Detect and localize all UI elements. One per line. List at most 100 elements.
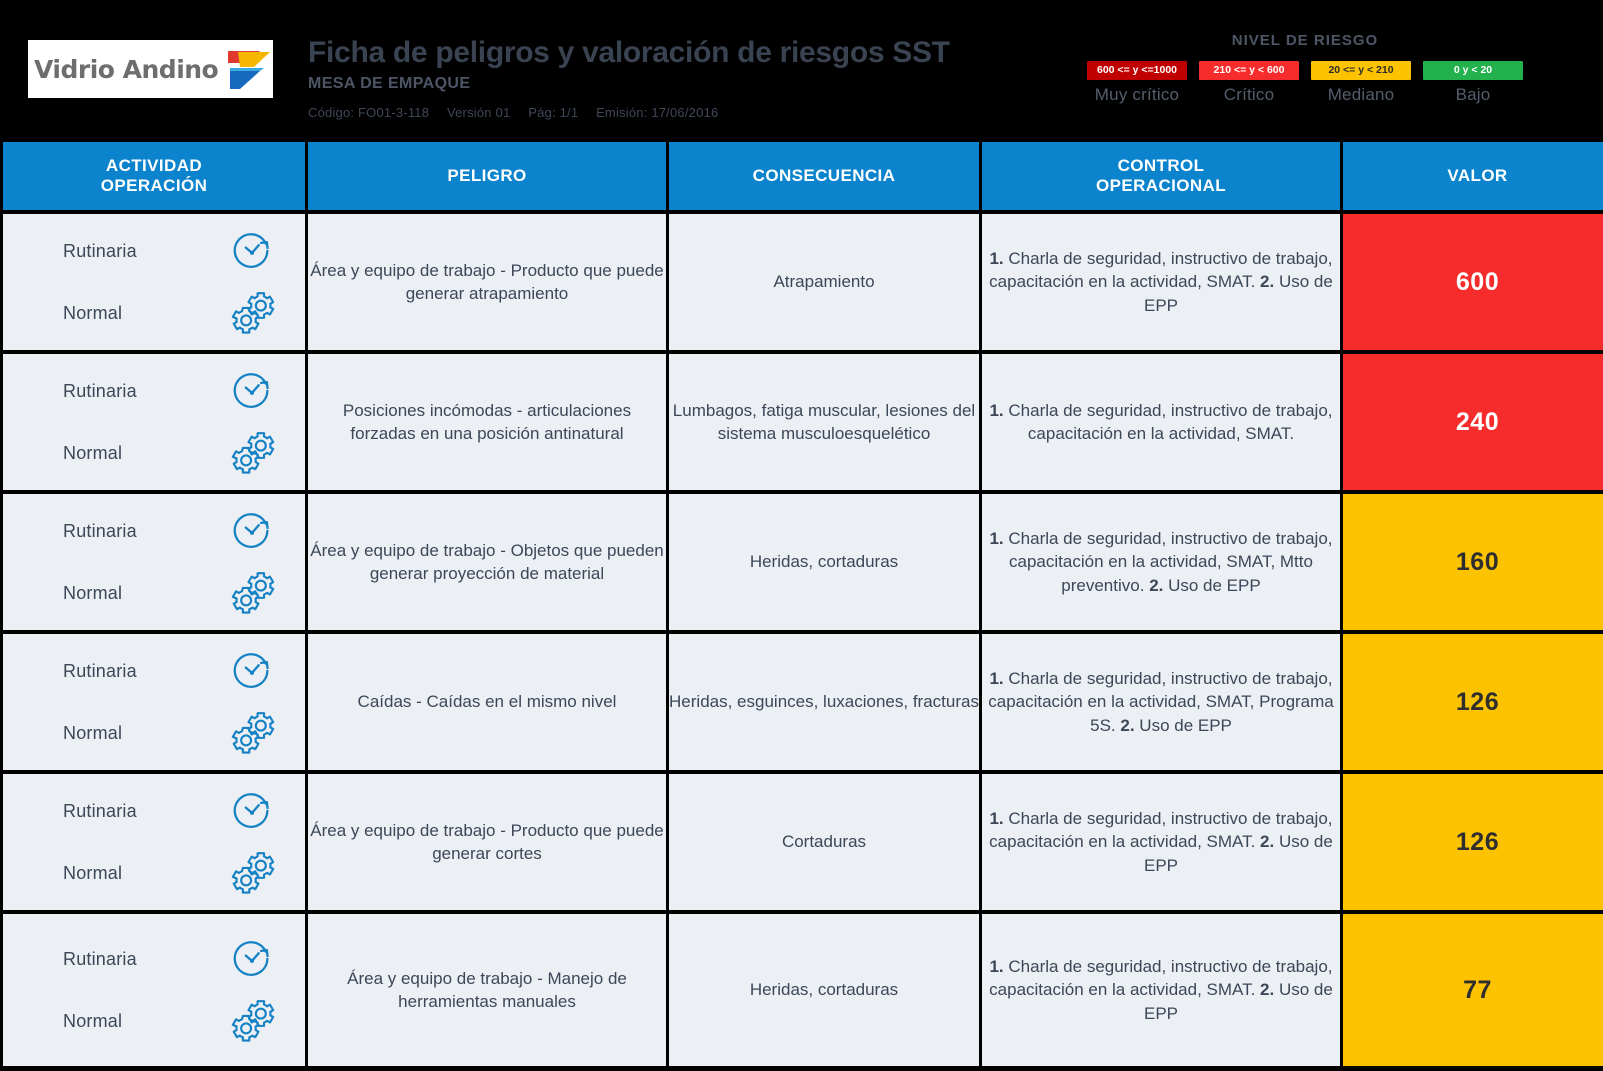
activity-inner: Rutinaria Normal [3,214,305,350]
table-row: Rutinaria Normal Área y equipo de trabaj… [3,214,1603,350]
col-peligro-line1: PELIGRO [447,166,527,186]
activity-rutina-line: Rutinaria [63,788,275,834]
activity-rutina-line: Rutinaria [63,508,275,554]
activity-inner: Rutinaria Normal [3,494,305,630]
cell-actividad-operacion: Rutinaria Normal [3,354,305,490]
legend-item-bajo: 0 y < 20 Bajo [1423,61,1523,105]
control-item-number: 1. [989,528,1004,548]
legend-label-critico: Crítico [1223,84,1275,104]
cell-control-operacional: 1. Charla de seguridad, instructivo de t… [982,774,1340,910]
activity-rutina-label: Rutinaria [63,660,137,681]
document-metadata: Código: FO01-3-118 Versión 01 Pág: 1/1 E… [308,105,950,120]
activity-inner: Rutinaria Normal [3,774,305,910]
control-item-text: Uso de EPP [1143,272,1333,315]
legend-range-muy-critico: 600 <= y <=1000 [1087,61,1187,80]
activity-rutina-label: Rutinaria [63,380,137,401]
cell-peligro: Área y equipo de trabajo - Producto que … [308,214,666,350]
chevron-arrow-logo-mark [224,47,276,91]
column-header-valor: VALOR [1343,142,1603,210]
control-item-text: Uso de EPP [1143,980,1333,1023]
activity-rutina-line: Rutinaria [63,228,275,274]
cell-peligro: Caídas - Caídas en el mismo nivel [308,634,666,770]
col-control-line1: CONTROL [1117,156,1205,176]
legend-label-muy-critico: Muy crítico [1094,84,1180,104]
cell-peligro: Área y equipo de trabajo - Manejo de her… [308,914,666,1066]
cell-consecuencia: Heridas, cortaduras [669,494,979,630]
activity-rutina-label: Rutinaria [63,948,137,969]
activity-inner: Rutinaria Normal [3,634,305,770]
cell-consecuencia: Heridas, cortaduras [669,914,979,1066]
legend-range-mediano: 20 <= y < 210 [1311,61,1411,80]
cell-control-operacional: 1. Charla de seguridad, instructivo de t… [982,214,1340,350]
activity-rutina-label: Rutinaria [63,800,137,821]
meta-pagina: Pág: 1/1 [528,104,579,120]
cell-actividad-operacion: Rutinaria Normal [3,494,305,630]
table-row: Rutinaria Normal Caídas - Caídas en el m… [3,634,1603,770]
title-block: Ficha de peligros y valoración de riesgo… [308,36,950,120]
control-item-text: Charla de seguridad, instructivo de trab… [988,668,1334,735]
gears-icon [229,290,275,336]
activity-condicion-label: Normal [63,862,123,883]
table-body: Rutinaria Normal Área y equipo de trabaj… [3,214,1603,1066]
control-item-number: 2. [1260,832,1275,852]
clock-refresh-icon [229,648,275,694]
activity-condicion-line: Normal [63,430,275,476]
activity-condicion-label: Normal [63,722,123,743]
activity-rutina-label: Rutinaria [63,520,137,541]
activity-condicion-line: Normal [63,290,275,336]
clock-refresh-icon [229,788,275,834]
table-row: Rutinaria Normal Área y equipo de trabaj… [3,774,1603,910]
col-actividad-line1: ACTIVIDAD [105,156,203,176]
control-item-number: 2. [1149,575,1164,595]
clock-refresh-icon [229,228,275,274]
table-header-row: ACTIVIDAD OPERACIÓN PELIGRO CONSECUENCIA… [3,142,1603,210]
legend-title: NIVEL DE RIESGO [1231,32,1379,49]
cell-peligro: Área y equipo de trabajo - Producto que … [308,774,666,910]
cell-actividad-operacion: Rutinaria Normal [3,214,305,350]
meta-codigo: Código: FO01-3-118 [308,104,430,120]
control-item-number: 2. [1260,980,1275,1000]
legend-item-mediano: 20 <= y < 210 Mediano [1311,61,1411,105]
meta-version: Versión 01 [446,104,511,120]
activity-rutina-line: Rutinaria [63,936,275,982]
activity-inner: Rutinaria Normal [3,914,305,1066]
col-valor-line1: VALOR [1447,166,1508,186]
meta-emision: Emisión: 17/06/2016 [596,104,719,120]
cell-control-operacional: 1. Charla de seguridad, instructivo de t… [982,914,1340,1066]
cell-consecuencia: Cortaduras [669,774,979,910]
clock-refresh-icon [229,368,275,414]
legend-label-mediano: Mediano [1327,84,1395,104]
cell-valor: 600 [1343,214,1603,350]
control-item-text: Uso de EPP [1143,832,1333,875]
risk-level-legend: NIVEL DE RIESGO 600 <= y <=1000 Muy crít… [1087,32,1523,105]
clock-refresh-icon [229,936,275,982]
control-item-text: Charla de seguridad, instructivo de trab… [1003,400,1333,443]
gears-icon [229,710,275,756]
activity-condicion-label: Normal [63,1010,123,1031]
cell-peligro: Posiciones incómodas - articulaciones fo… [308,354,666,490]
legend-range-bajo: 0 y < 20 [1423,61,1523,80]
legend-item-critico: 210 <= y < 600 Crítico [1199,61,1299,105]
column-header-peligro: PELIGRO [308,142,666,210]
cell-control-operacional: 1. Charla de seguridad, instructivo de t… [982,354,1340,490]
activity-inner: Rutinaria Normal [3,354,305,490]
activity-rutina-line: Rutinaria [63,368,275,414]
clock-refresh-icon [229,508,275,554]
activity-condicion-label: Normal [63,582,123,603]
activity-condicion-label: Normal [63,442,123,463]
cell-peligro: Área y equipo de trabajo - Objetos que p… [308,494,666,630]
page-title: Ficha de peligros y valoración de riesgo… [308,36,950,69]
column-header-actividad: ACTIVIDAD OPERACIÓN [3,142,305,210]
company-name: Vidrio Andino [34,54,219,84]
cell-consecuencia: Atrapamiento [669,214,979,350]
activity-condicion-line: Normal [63,850,275,896]
gears-icon [229,850,275,896]
legend-range-critico: 210 <= y < 600 [1199,61,1299,80]
cell-valor: 126 [1343,634,1603,770]
control-item-text: Charla de seguridad, instructivo de trab… [989,808,1333,852]
cell-control-operacional: 1. Charla de seguridad, instructivo de t… [982,634,1340,770]
gears-icon [229,998,275,1044]
cell-control-operacional: 1. Charla de seguridad, instructivo de t… [982,494,1340,630]
gears-icon [229,570,275,616]
